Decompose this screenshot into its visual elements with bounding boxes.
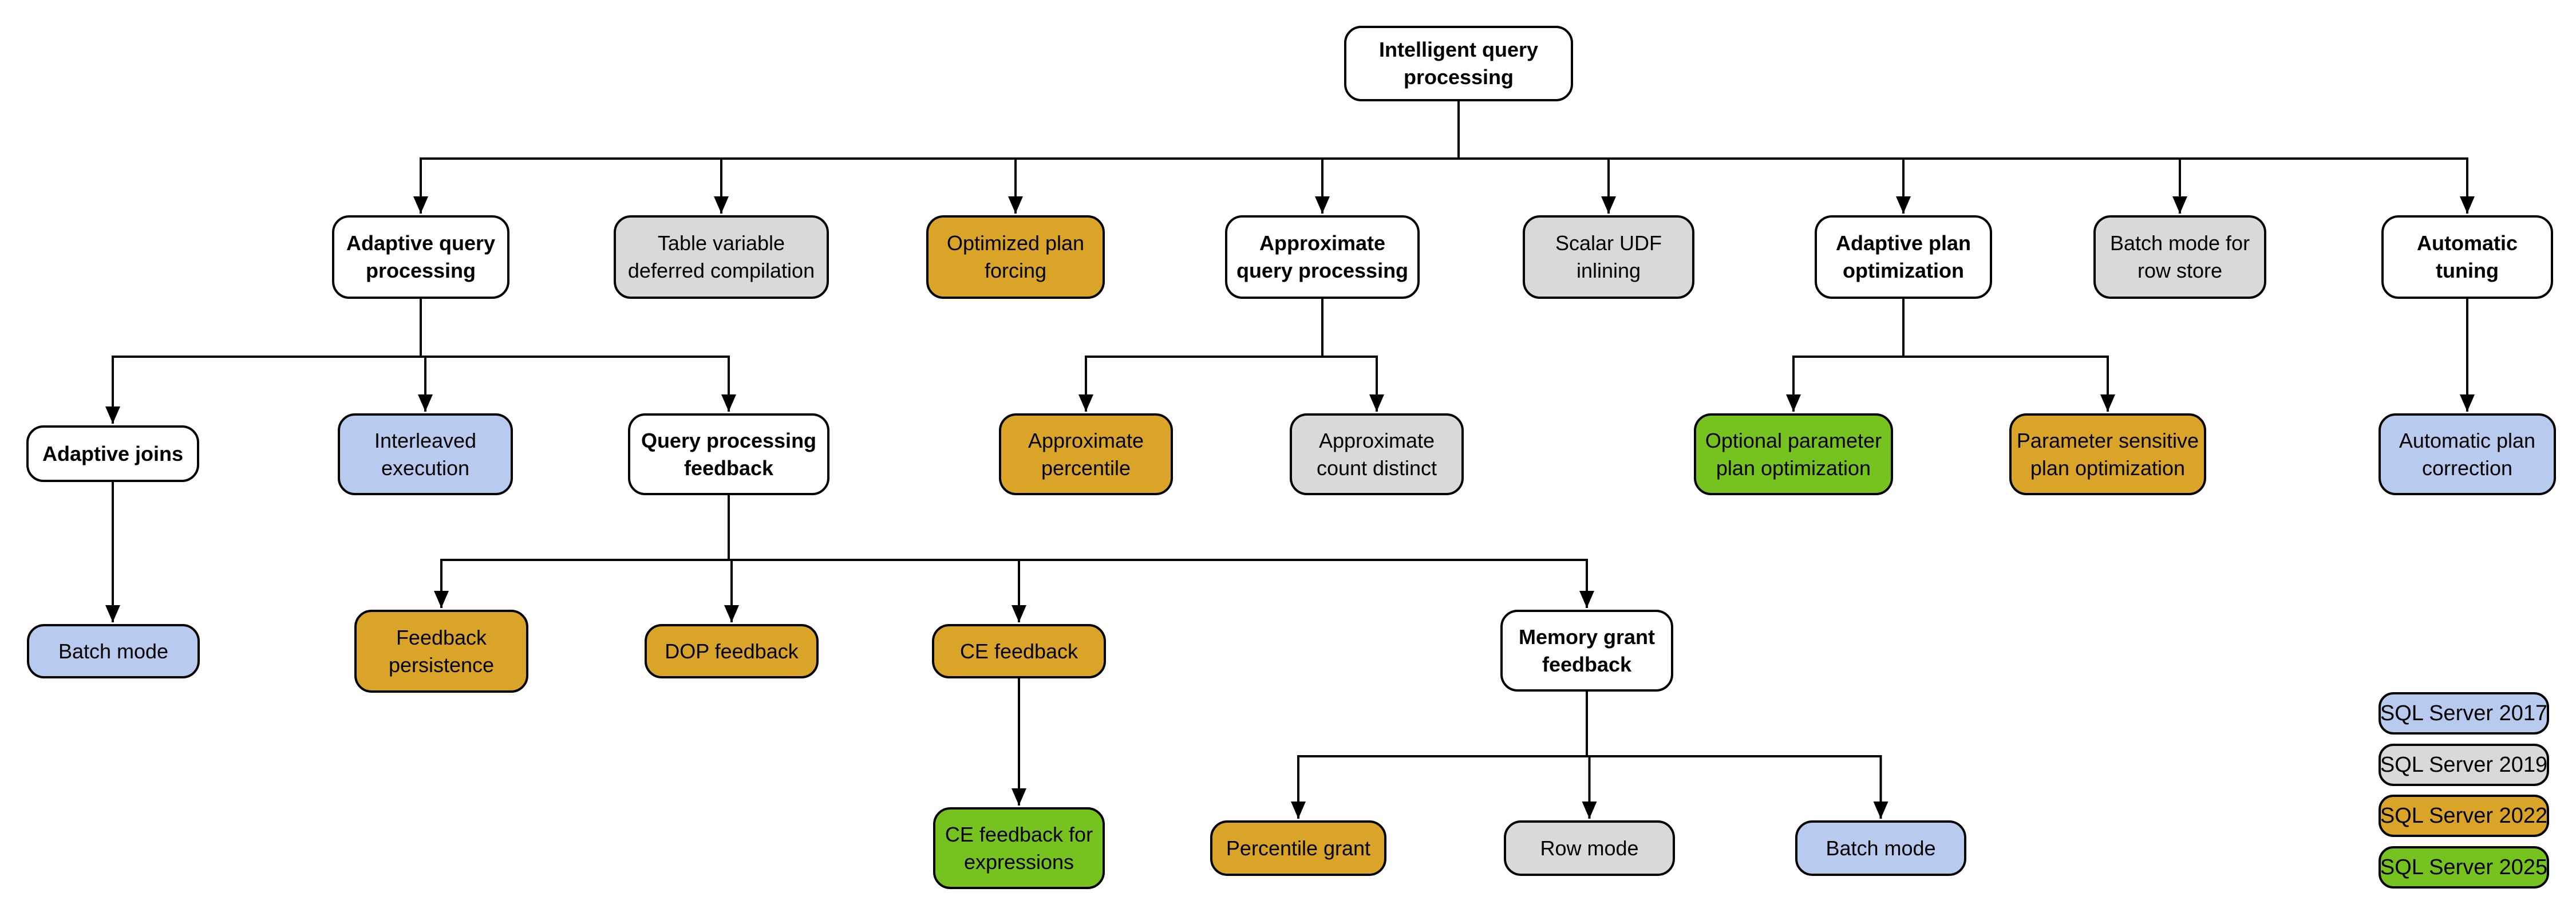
node-oppo: Optional parameter plan optimization: [1694, 413, 1893, 495]
node-rm: Row mode: [1504, 820, 1675, 876]
node-apc: Automatic plan correction: [2379, 413, 2556, 495]
node-apo: Adaptive plan optimization: [1815, 215, 1992, 299]
node-dop: DOP feedback: [645, 624, 819, 678]
legend-item-2025: SQL Server 2025: [2379, 846, 2549, 889]
node-bm-aj: Batch mode: [27, 624, 200, 678]
node-aqp: Adaptive query processing: [332, 215, 509, 299]
node-pspo: Parameter sensitive plan optimization: [2009, 413, 2206, 495]
legend-item-2017: SQL Server 2017: [2379, 692, 2549, 735]
node-opf: Optimized plan forcing: [926, 215, 1105, 299]
node-bm2: Batch mode: [1795, 820, 1966, 876]
node-qpf: Query processing feedback: [628, 413, 829, 495]
node-cef: CE feedback: [932, 624, 1106, 678]
node-ie: Interleaved execution: [338, 413, 513, 495]
node-mgf: Memory grant feedback: [1500, 610, 1673, 692]
legend-item-2019: SQL Server 2019: [2379, 744, 2549, 786]
node-cefe: CE feedback for expressions: [933, 807, 1105, 889]
node-tvdc: Table variable deferred compilation: [614, 215, 829, 299]
node-fp: Feedback persistence: [354, 610, 528, 693]
node-ap: Approximate percentile: [999, 413, 1173, 495]
node-scalar-udf: Scalar UDF inlining: [1523, 215, 1694, 299]
node-pg: Percentile grant: [1210, 820, 1386, 876]
node-root: Intelligent query processing: [1344, 26, 1573, 101]
node-aj: Adaptive joins: [26, 425, 199, 482]
legend-item-2022: SQL Server 2022: [2379, 795, 2549, 837]
node-acd: Approximate count distinct: [1290, 413, 1464, 495]
node-bmrs: Batch mode for row store: [2093, 215, 2266, 299]
node-at: Automatic tuning: [2381, 215, 2553, 299]
node-approx-qp: Approximate query processing: [1225, 215, 1420, 299]
